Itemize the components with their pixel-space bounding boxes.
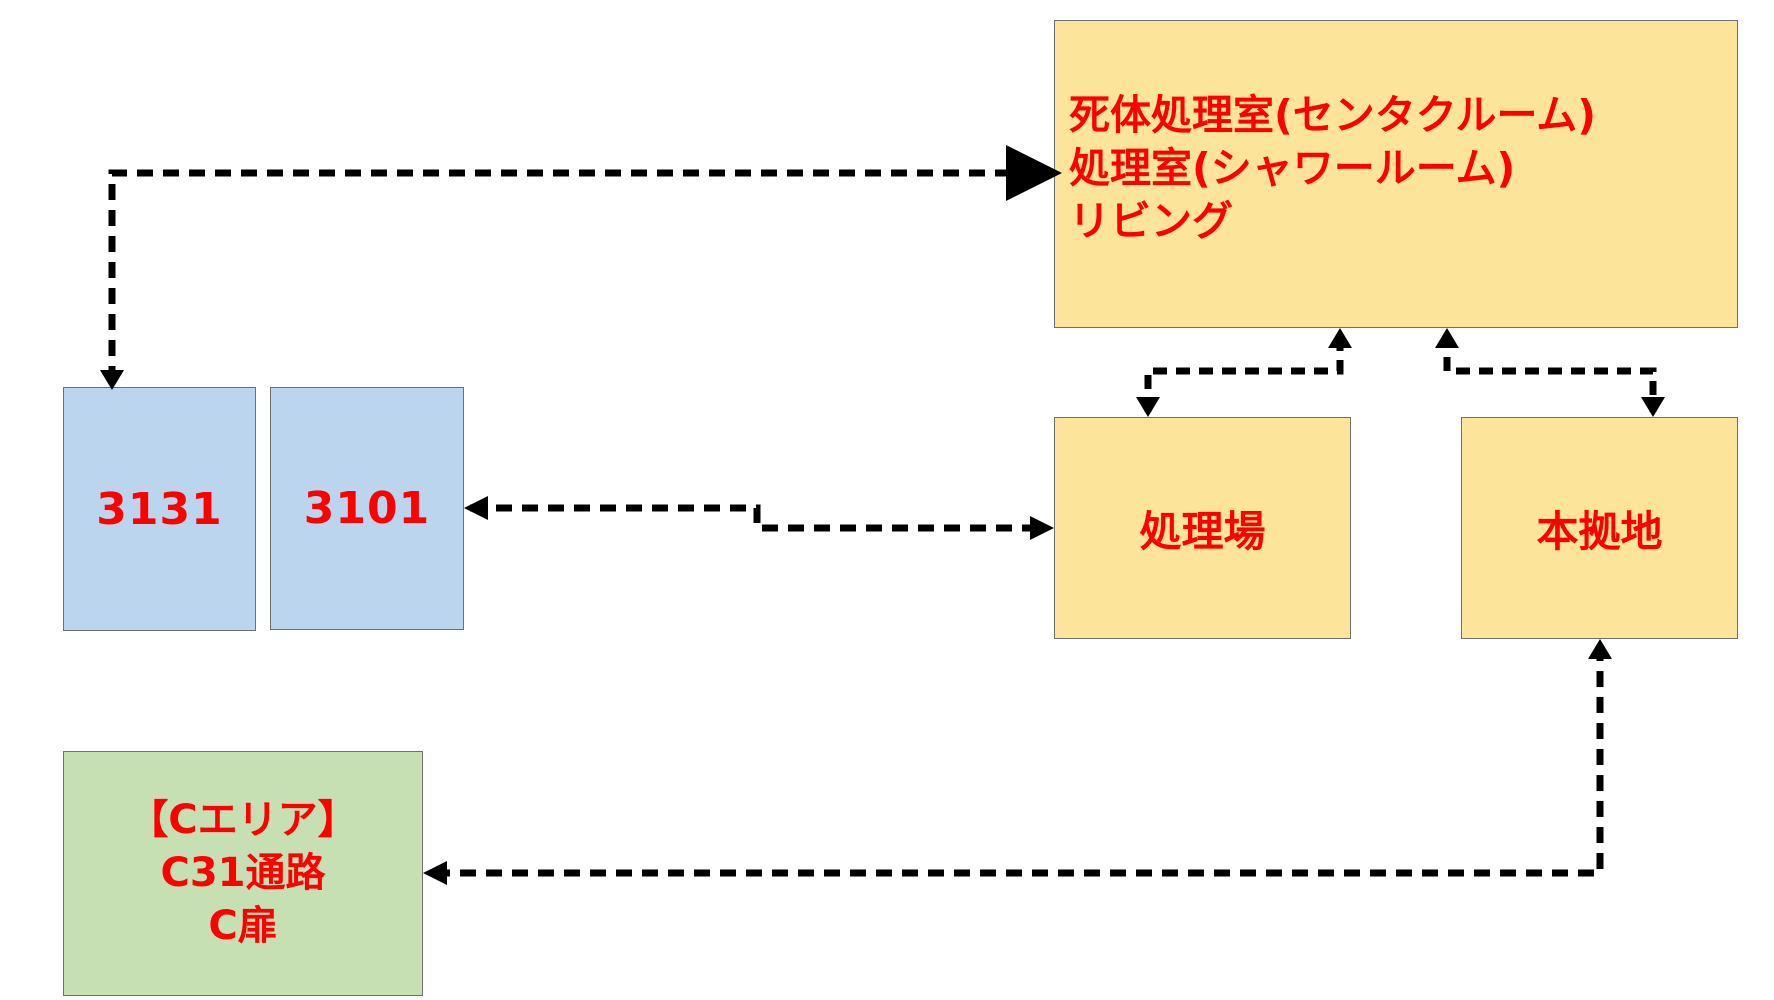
processing-label: 処理場 [1139, 506, 1266, 556]
base-label: 本拠地 [1536, 506, 1663, 556]
room-3131-box: 3131 [63, 387, 256, 631]
arrowhead-3131-down [100, 370, 124, 390]
arrowhead-morgue-up-left [1328, 328, 1352, 348]
morgue-box: 死体処理室(センタクルーム) 処理室(シャワールーム) リビング [1054, 20, 1738, 328]
morgue-line-3: リビング [1069, 197, 1233, 245]
room-3101-label: 3101 [303, 483, 431, 534]
connector-morgue-base [1443, 334, 1657, 412]
room-3101-box: 3101 [270, 387, 464, 630]
processing-box: 処理場 [1054, 417, 1351, 639]
connector-morgue-processing [1144, 334, 1344, 412]
morgue-box-text: 死体処理室(センタクルーム) 処理室(シャワールーム) リビング [1069, 89, 1596, 248]
arrowhead-processing-right [1030, 516, 1054, 540]
morgue-line-1: 死体処理室(センタクルーム) [1069, 91, 1597, 139]
arrowhead-morgue-up-right [1435, 328, 1459, 348]
c-area-box: 【Cエリア】 C31通路 C扉 [63, 751, 423, 996]
arrowhead-morgue-right [1030, 161, 1054, 185]
c-area-line-1: 【Cエリア】 [128, 797, 358, 843]
c-area-line-2: C31通路 [160, 850, 326, 896]
connector-3131-morgue [108, 145, 1062, 382]
base-box: 本拠地 [1461, 417, 1738, 639]
arrowhead-base-down [1641, 397, 1665, 417]
room-3131-label: 3131 [96, 483, 223, 535]
connector-3101-processing [470, 504, 1048, 532]
morgue-line-2: 処理室(シャワールーム) [1069, 144, 1516, 192]
c-area-line-3: C扉 [208, 903, 278, 949]
arrowhead-3101-left [464, 496, 488, 520]
arrowhead-c-area-left [423, 861, 447, 885]
connector-base-c-area [428, 645, 1604, 877]
arrowhead-processing-down [1136, 397, 1160, 417]
arrowhead-base-up [1588, 639, 1612, 659]
